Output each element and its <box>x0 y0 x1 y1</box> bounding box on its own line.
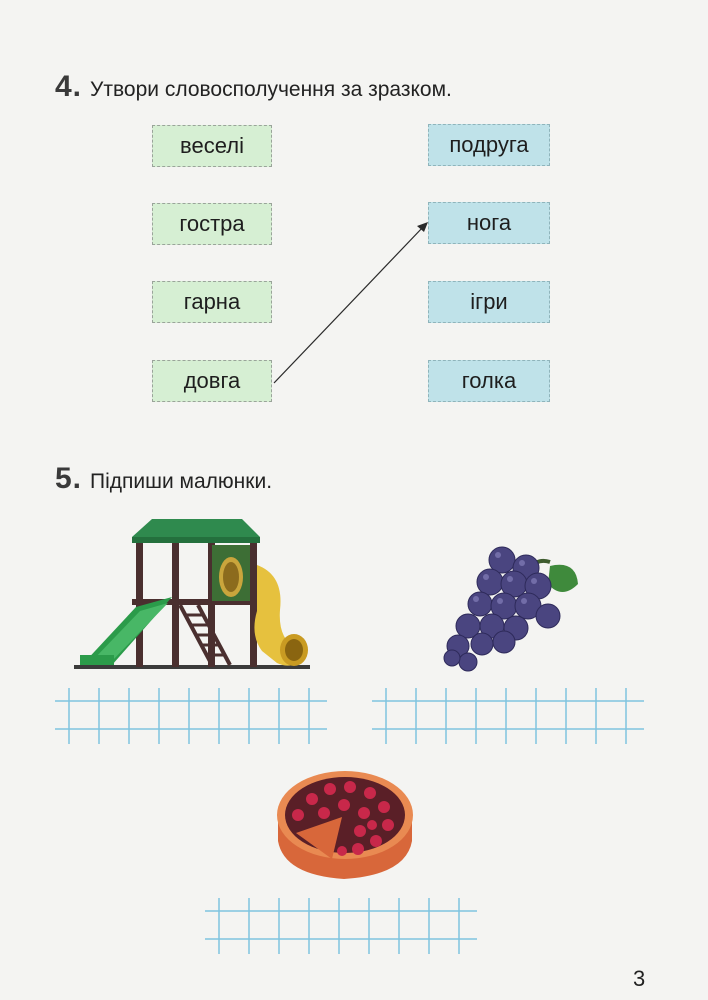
left-word-veseli[interactable]: веселі <box>152 125 272 167</box>
writing-grid-cake[interactable] <box>205 898 477 954</box>
left-word-harna[interactable]: гарна <box>152 281 272 323</box>
task-4-heading: 4. Утвори словосполучення за зразком. <box>55 70 452 104</box>
writing-grid-grapes[interactable] <box>372 688 644 744</box>
playground-icon <box>74 519 310 669</box>
task-4-instruction: Утвори словосполучення за зразком. <box>90 78 452 101</box>
left-word-hostra[interactable]: гостра <box>152 203 272 245</box>
writing-grid-playground[interactable] <box>55 688 327 744</box>
right-word-ihry[interactable]: ігри <box>428 281 550 323</box>
right-word-noha[interactable]: нога <box>428 202 550 244</box>
grapes-icon <box>443 546 578 672</box>
task-5-heading: 5. Підпиши малюнки. <box>55 462 272 496</box>
right-word-holka[interactable]: голка <box>428 360 550 402</box>
right-word-podruha[interactable]: подруга <box>428 124 550 166</box>
task-4-number: 4. <box>55 70 83 103</box>
page-number: 3 <box>633 966 646 991</box>
task-5-instruction: Підпиши малюнки. <box>90 470 273 493</box>
cake-icon <box>277 771 413 879</box>
task-5-number: 5. <box>55 462 83 495</box>
left-word-dovha[interactable]: довга <box>152 360 272 402</box>
